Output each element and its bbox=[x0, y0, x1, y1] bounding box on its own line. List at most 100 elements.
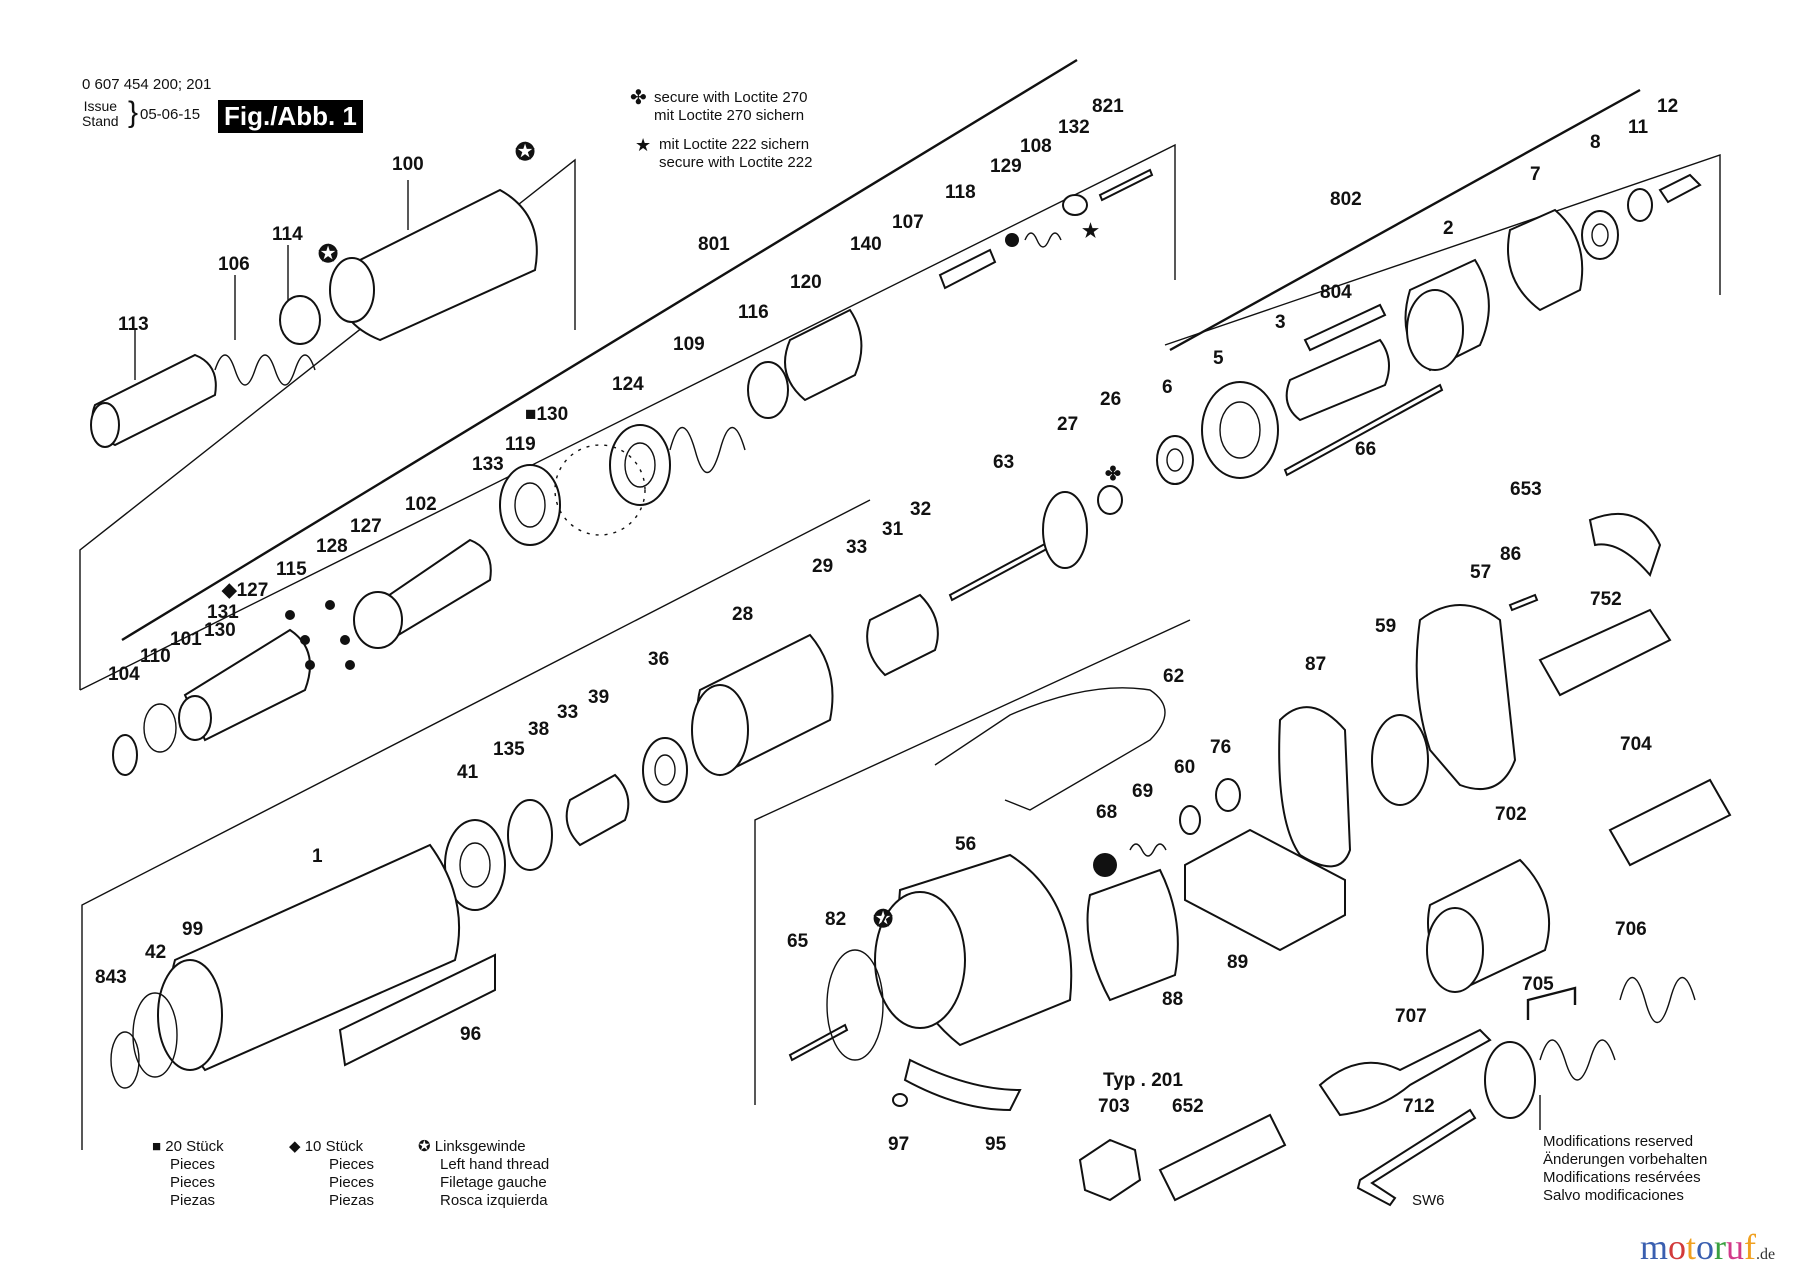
part-label-56: 56 bbox=[955, 834, 976, 855]
part-label-38: 38 bbox=[528, 719, 549, 740]
part-114-ring bbox=[279, 295, 321, 345]
part-label-843: 843 bbox=[95, 967, 127, 988]
bracket-705 bbox=[1526, 986, 1577, 1020]
part-label-802: 802 bbox=[1330, 189, 1362, 210]
part-106-spring bbox=[214, 354, 316, 386]
part-705-spring-set bbox=[1484, 1039, 1616, 1119]
part-704-fitting bbox=[1608, 778, 1732, 867]
part-label-127b: ◆127 bbox=[221, 580, 268, 601]
part-label-87: 87 bbox=[1305, 654, 1326, 675]
star-marker-132: ★ bbox=[1082, 221, 1099, 242]
leader-lines bbox=[134, 180, 1541, 1130]
part-label-65: 65 bbox=[787, 931, 809, 952]
part-108-spring bbox=[1024, 232, 1062, 248]
part-label-115: 115 bbox=[276, 559, 307, 580]
part-label-712: 712 bbox=[1403, 1096, 1435, 1117]
club-marker-26: ✤ bbox=[1105, 464, 1121, 485]
panel-upper-left bbox=[79, 158, 576, 690]
club-icon: ✤ bbox=[630, 87, 647, 109]
part-label-29: 29 bbox=[812, 556, 833, 577]
part-label-5: 5 bbox=[1213, 348, 1224, 369]
part-label-41: 41 bbox=[457, 762, 479, 783]
part-label-124: 124 bbox=[612, 374, 644, 395]
part-label-109: 109 bbox=[673, 334, 705, 355]
part-label-801: 801 bbox=[698, 234, 730, 255]
left-hand-thread-icon: ✪ bbox=[418, 1138, 431, 1155]
part-68-ball bbox=[1093, 853, 1117, 877]
part-label-26: 26 bbox=[1100, 389, 1121, 410]
part-712-hex-key bbox=[1356, 1108, 1477, 1207]
part-label-42: 42 bbox=[145, 942, 166, 963]
part-label-2: 2 bbox=[1443, 218, 1454, 239]
part-135-washer bbox=[507, 799, 553, 871]
part-label-110: 110 bbox=[140, 646, 171, 667]
loctite-270-note: ✤ secure with Loctite 270 mit Loctite 27… bbox=[630, 87, 808, 124]
motoruf-logo[interactable]: motoruf.de bbox=[1640, 1226, 1775, 1268]
part-label-131: 131 bbox=[207, 602, 239, 623]
part-label-66: 66 bbox=[1355, 439, 1376, 460]
part-label-128: 128 bbox=[316, 536, 348, 557]
part-59-filter-disc bbox=[1371, 714, 1429, 806]
part-12-bolt bbox=[1658, 173, 1702, 204]
part-label-60: 60 bbox=[1174, 757, 1195, 778]
part-104-sleeve bbox=[112, 734, 138, 776]
part-label-130b: 130 bbox=[204, 620, 236, 641]
part-label-702: 702 bbox=[1495, 804, 1527, 825]
part-652-fitting bbox=[1158, 1113, 1287, 1202]
part-label-100: 100 bbox=[392, 154, 424, 175]
part-42-ring bbox=[132, 992, 178, 1078]
part-87-gasket bbox=[1278, 706, 1352, 868]
part-703-nut bbox=[1078, 1138, 1142, 1202]
panel-upper-mid bbox=[79, 143, 1176, 691]
part-label-63: 63 bbox=[993, 452, 1014, 473]
part-label-95: 95 bbox=[985, 1134, 1007, 1155]
part-29-carrier bbox=[866, 593, 939, 677]
brand-letter: m bbox=[1640, 1227, 1669, 1267]
type-201-label: Typ . 201 bbox=[1103, 1070, 1183, 1091]
part-28-ring-gear bbox=[691, 633, 834, 777]
part-label-653: 653 bbox=[1510, 479, 1542, 500]
part-label-703: 703 bbox=[1098, 1096, 1130, 1117]
part-label-97: 97 bbox=[888, 1134, 909, 1155]
part-steel-balls bbox=[285, 600, 355, 670]
part-label-705: 705 bbox=[1522, 974, 1554, 995]
diamond-icon: ◆ bbox=[289, 1138, 301, 1155]
part-label-33b: 33 bbox=[557, 702, 578, 723]
part-label-12: 12 bbox=[1657, 96, 1678, 117]
part-label-3: 3 bbox=[1275, 312, 1286, 333]
legend-20-pieces: ■ 20 Stück Pieces Pieces Piezas bbox=[152, 1138, 224, 1209]
part-label-119: 119 bbox=[505, 434, 536, 455]
brand-letter: f bbox=[1744, 1227, 1757, 1267]
part-89-filter bbox=[1184, 828, 1346, 952]
panel-right-top bbox=[1164, 154, 1721, 346]
part-56-motor-housing bbox=[874, 853, 1073, 1047]
part-label-113: 113 bbox=[118, 314, 149, 335]
part-label-96: 96 bbox=[460, 1024, 481, 1045]
bracket-802 bbox=[1169, 88, 1641, 352]
issue-label-en: Issue bbox=[83, 98, 118, 114]
part-57-cover bbox=[1415, 604, 1517, 790]
part-label-76: 76 bbox=[1210, 737, 1231, 758]
part-120-sleeve bbox=[784, 308, 863, 402]
part-41-bearing bbox=[444, 819, 506, 911]
part-6-bearing bbox=[1156, 435, 1194, 485]
part-label-68: 68 bbox=[1096, 802, 1117, 823]
part-76-nut bbox=[1215, 778, 1241, 812]
part-26-gear bbox=[1097, 485, 1123, 515]
part-label-752: 752 bbox=[1590, 589, 1622, 610]
issue-brace: } bbox=[128, 96, 139, 129]
part-label-88: 88 bbox=[1162, 989, 1183, 1010]
brand-letter: o bbox=[1696, 1227, 1715, 1267]
part-label-28: 28 bbox=[732, 604, 753, 625]
part-3-rotor bbox=[1285, 338, 1390, 422]
lefthand-marker-100: ✪ bbox=[515, 139, 535, 166]
sw6-label: SW6 bbox=[1412, 1192, 1445, 1209]
part-101-shaft bbox=[178, 628, 311, 742]
part-label-11: 11 bbox=[1628, 117, 1649, 138]
part-109-spring bbox=[669, 427, 746, 473]
part-label-129: 129 bbox=[990, 156, 1022, 177]
part-653-clip bbox=[1588, 512, 1662, 577]
part-label-130a: ■130 bbox=[525, 404, 568, 425]
